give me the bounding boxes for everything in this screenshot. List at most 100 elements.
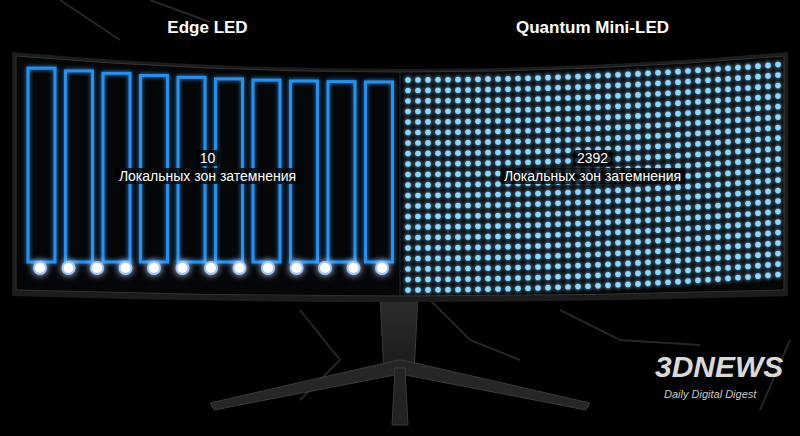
mini-led: [495, 108, 501, 114]
mini-led: [525, 159, 531, 165]
mini-led: [545, 232, 551, 238]
mini-led: [415, 130, 421, 136]
mini-led: [635, 271, 641, 277]
mini-led: [405, 245, 411, 251]
mini-led: [575, 284, 581, 290]
mini-led: [605, 283, 611, 289]
mini-led: [615, 146, 621, 152]
mini-led: [405, 88, 411, 94]
mini-led: [755, 137, 761, 143]
mini-led: [455, 224, 461, 230]
monitor-screen: [16, 56, 784, 296]
mini-led: [595, 115, 601, 121]
mini-led: [645, 134, 651, 140]
mini-led: [425, 119, 431, 125]
mini-led: [545, 190, 551, 196]
mini-led: [675, 184, 681, 190]
mini-led: [655, 196, 661, 202]
bezel-glow: [680, 298, 780, 300]
mini-led: [525, 264, 531, 270]
mini-led: [465, 140, 471, 146]
mini-led: [645, 155, 651, 161]
mini-led: [465, 77, 471, 83]
mini-led: [455, 192, 461, 198]
mini-led: [775, 272, 781, 278]
mini-led: [645, 123, 651, 129]
mini-led: [705, 77, 711, 83]
mini-led: [465, 129, 471, 135]
mini-led: [585, 189, 591, 195]
mini-led: [565, 263, 571, 269]
mini-led: [765, 189, 771, 195]
mini-led: [685, 205, 691, 211]
mini-led: [735, 149, 741, 155]
mini-led: [475, 234, 481, 240]
mini-led: [405, 172, 411, 178]
mini-led: [665, 132, 671, 138]
mini-led: [685, 163, 691, 169]
zone-caption: Локальных зон затемнения: [500, 168, 685, 184]
mini-led: [495, 87, 501, 93]
mini-led: [495, 265, 501, 271]
mini-led: [565, 232, 571, 238]
mini-led: [675, 247, 681, 253]
mini-led: [475, 182, 481, 188]
mini-led: [565, 158, 571, 164]
mini-led: [595, 73, 601, 79]
mini-led: [615, 251, 621, 257]
mini-led: [725, 234, 731, 240]
mini-led: [685, 226, 691, 232]
mini-led: [535, 75, 541, 81]
mini-led: [415, 203, 421, 209]
mini-led: [435, 182, 441, 188]
mini-led: [475, 87, 481, 93]
mini-led: [565, 95, 571, 101]
mini-led: [745, 106, 751, 112]
mini-led: [465, 171, 471, 177]
mini-led: [465, 108, 471, 114]
edge-led: [148, 262, 160, 274]
mini-led: [635, 82, 641, 88]
mini-led: [415, 224, 421, 230]
mini-led: [675, 132, 681, 138]
mini-led: [725, 66, 731, 72]
mini-led: [475, 108, 481, 114]
mini-led: [575, 74, 581, 80]
mini-led: [495, 118, 501, 124]
mini-led: [705, 151, 711, 157]
mini-led: [765, 63, 771, 69]
mini-led: [735, 170, 741, 176]
mini-led: [555, 285, 561, 291]
mini-led: [445, 98, 451, 104]
mini-led: [725, 160, 731, 166]
mini-led: [695, 152, 701, 158]
mini-led: [485, 223, 491, 229]
mini-led: [465, 255, 471, 261]
mini-led: [665, 69, 671, 75]
mini-led: [435, 203, 441, 209]
mini-led: [685, 278, 691, 284]
mini-led: [755, 189, 761, 195]
mini-led: [585, 231, 591, 237]
mini-led: [475, 213, 481, 219]
mini-led: [475, 224, 481, 230]
mini-led: [455, 203, 461, 209]
mini-led: [775, 72, 781, 78]
circuit-line: [560, 310, 700, 345]
mini-led: [515, 244, 521, 250]
mini-led: [725, 171, 731, 177]
mini-led: [725, 223, 731, 229]
mini-led: [435, 193, 441, 199]
mini-led: [565, 106, 571, 112]
mini-led: [725, 202, 731, 208]
mini-led: [485, 118, 491, 124]
mini-led: [545, 148, 551, 154]
mini-led: [675, 90, 681, 96]
mini-led: [425, 172, 431, 178]
mini-led: [655, 238, 661, 244]
mini-led: [625, 198, 631, 204]
mini-led: [615, 135, 621, 141]
edge-led-zones: [28, 68, 393, 262]
mini-led: [755, 95, 761, 101]
mini-led: [765, 231, 771, 237]
